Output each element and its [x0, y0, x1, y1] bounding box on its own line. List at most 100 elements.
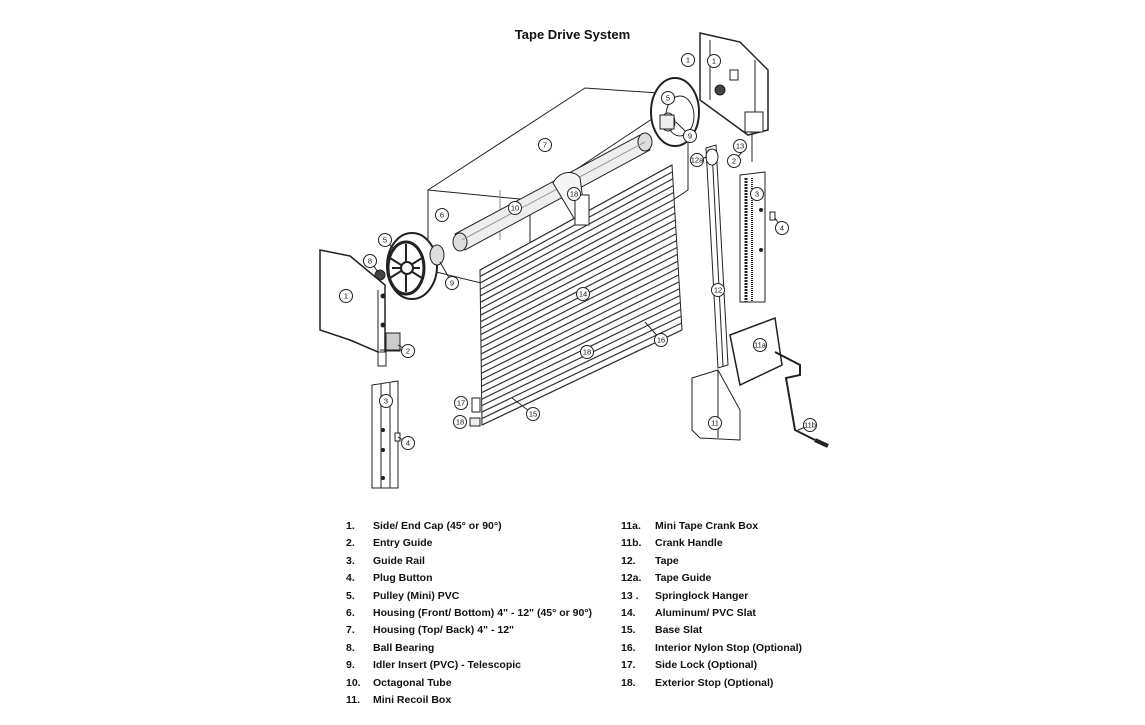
callout-label: 7 [543, 141, 547, 150]
slat-line [480, 212, 676, 316]
callout-label: 14 [579, 290, 587, 299]
callout-label: 5 [666, 94, 670, 103]
callout-label: 10 [511, 204, 519, 213]
legend-number: 6. [346, 607, 355, 619]
callout-label: 18 [570, 190, 578, 199]
slat-line [481, 281, 680, 381]
legend-label: Springlock Hanger [655, 589, 749, 602]
callout-label: 17 [457, 399, 465, 408]
legend-number: 12. [621, 554, 636, 567]
left-end-cap [319, 249, 386, 357]
legend-label: Tape [655, 554, 679, 567]
legend-label: Tape Guide [655, 572, 712, 585]
callout-circle [363, 254, 377, 268]
callout-label: 4 [780, 224, 784, 233]
slat-line [480, 233, 677, 336]
slat-line [480, 253, 678, 355]
left-pulley [374, 232, 445, 300]
slat-line [480, 226, 677, 329]
legend-number: 7. [346, 624, 355, 637]
legend-label: Ball Bearing [373, 641, 435, 654]
callout-circle [753, 338, 767, 352]
legend-number: 17. [621, 659, 636, 672]
legend-number: 15. [621, 624, 636, 637]
callout-label: 18 [583, 348, 591, 357]
callout-label: 1 [344, 292, 348, 301]
legend-number: 10. [346, 676, 361, 689]
slat-line [481, 329, 683, 426]
callout-label: 3 [384, 397, 388, 406]
callout-label: 2 [732, 157, 736, 166]
callout-circle [727, 154, 741, 168]
legend-number: 1. [346, 520, 355, 532]
callout-label: 11a [754, 341, 767, 350]
callout-label: 6 [440, 211, 444, 220]
slat-line [479, 185, 674, 290]
legend-label: Mini Recoil Box [373, 694, 452, 706]
legend-label: Plug Button [373, 572, 433, 585]
octagonal-tube [452, 132, 653, 252]
slat-line [481, 295, 681, 394]
callout-label: 15 [529, 410, 537, 419]
callout-label: 12a [691, 156, 704, 165]
legend-label: Crank Handle [655, 537, 723, 550]
legend-label: Idler Insert (PVC) - Telescopic [373, 659, 522, 672]
legend-number: 11b. [621, 537, 642, 550]
callout-circle [379, 394, 393, 408]
callout-label: 3 [755, 190, 759, 199]
legend-number: 18. [621, 676, 636, 689]
callout-circle [690, 153, 704, 167]
legend-number: 9. [346, 659, 355, 672]
legend-number: 3. [346, 554, 355, 567]
callout-label: 1 [712, 57, 716, 66]
tape [705, 144, 729, 369]
callout-circle [526, 407, 540, 421]
legend-number: 14. [621, 607, 636, 619]
slat-line [480, 267, 679, 368]
slat-line [480, 219, 676, 323]
callout-circle [378, 233, 392, 247]
callout-circle [733, 139, 747, 153]
callout-circle [508, 201, 522, 215]
side-lock [469, 397, 481, 427]
callout-circle [580, 345, 594, 359]
callout-circle [775, 221, 789, 235]
callout-label: 11 [711, 419, 719, 428]
legend-number: 8. [346, 641, 355, 654]
legend-label: Entry Guide [373, 537, 433, 550]
left-guide-rail [371, 380, 401, 489]
callout-circle [681, 53, 695, 67]
legend-label: Guide Rail [373, 554, 425, 567]
slat-line [481, 322, 682, 420]
legend-number: 13 . [621, 589, 639, 602]
callout-circle [567, 187, 581, 201]
callout-circle [401, 344, 415, 358]
slat-line [480, 198, 675, 303]
callout-circle [654, 333, 668, 347]
legend-number: 16. [621, 641, 636, 654]
callout-label: 9 [688, 132, 692, 141]
legend-number: 12a. [621, 572, 642, 585]
slat-line [480, 191, 674, 297]
legend-number: 2. [346, 537, 355, 550]
callout-label: 2 [406, 347, 410, 356]
callout-circle [707, 54, 721, 68]
crank-box [729, 316, 829, 448]
legend-number: 11. [346, 694, 361, 706]
legend-label: Exterior Stop (Optional) [655, 676, 774, 689]
callout-circle [708, 416, 722, 430]
legend-label: Pulley (Mini) PVC [373, 589, 460, 602]
slat-line [481, 315, 682, 413]
callout-label: 9 [450, 279, 454, 288]
callout-label: 5 [383, 236, 387, 245]
callout-label: 16 [657, 336, 665, 345]
callout-circle [401, 436, 415, 450]
legend-label: Mini Tape Crank Box [655, 520, 759, 532]
callout-circle [339, 289, 353, 303]
callout-label: 4 [406, 439, 410, 448]
callout-circle [683, 129, 697, 143]
legend-number: 4. [346, 572, 355, 585]
callout-circle [661, 91, 675, 105]
slat-line [480, 260, 679, 361]
